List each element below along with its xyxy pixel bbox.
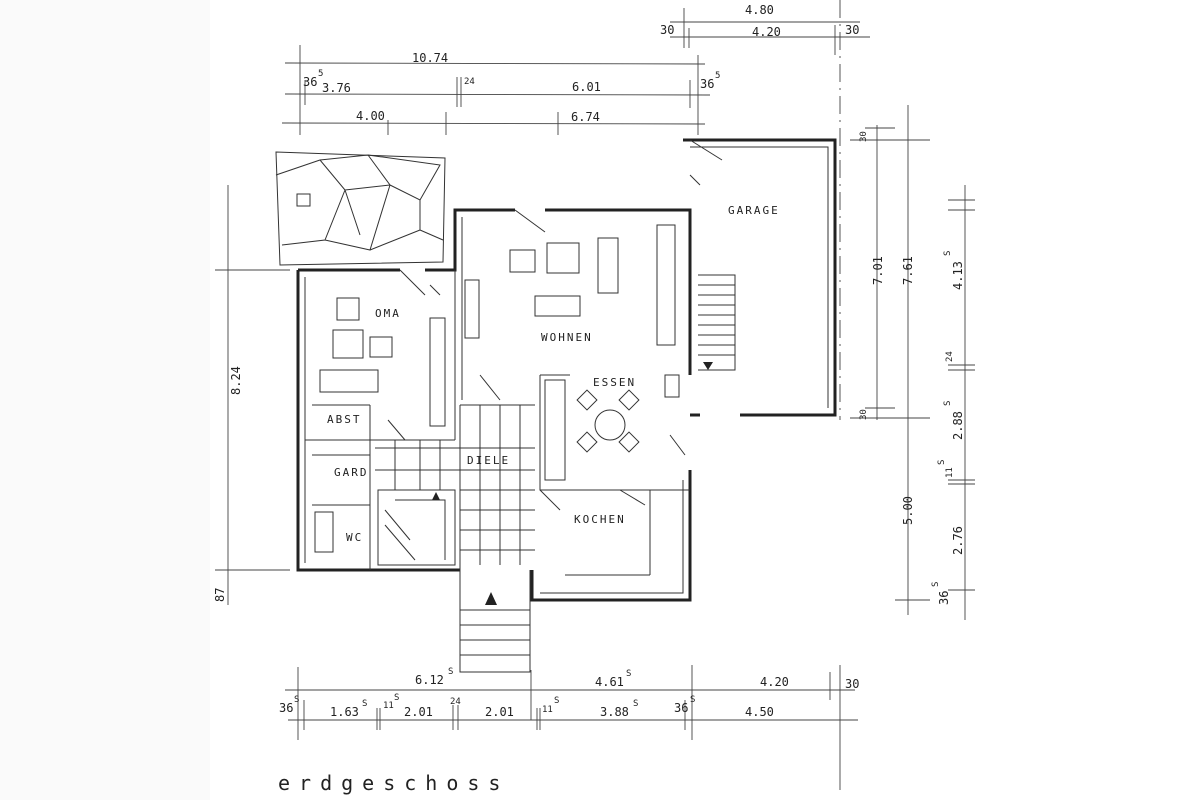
dim-bottom-garage-wall: 30 (845, 677, 859, 691)
dim-bottom-mid-sup: S (626, 669, 631, 679)
dim-living-width: 6.01 (572, 80, 601, 94)
dimensions-bottom: 6.12 S 4.61 S 4.20 30 36 S 1.63 S 11 S 2… (279, 665, 859, 790)
dim-inner-wall: 24 (464, 77, 475, 87)
dim-garage-inner: 4.20 (752, 25, 781, 39)
dim-garage-total: 4.80 (745, 3, 774, 17)
dim-bottom-wall-2-sup: S (394, 693, 399, 703)
dim-left-section: 4.00 (356, 109, 385, 123)
dim-garage-wall-bottom: 30 (859, 409, 869, 420)
dim-bottom-wall-5: 36 (674, 701, 688, 715)
dim-right-wall: 24 (945, 351, 955, 362)
dim-bottom-wall-4-sup: S (554, 696, 559, 706)
dim-right-wall-2-sup: S (937, 460, 947, 465)
dim-bottom-kochen: 3.88 (600, 705, 629, 719)
stone-patio (275, 151, 446, 266)
dim-garage-wall-left: 30 (660, 23, 674, 37)
dim-right-wall-2: 11 (945, 467, 955, 478)
dim-right-b-sup: S (943, 401, 953, 406)
dim-lower-depth: 5.00 (901, 496, 915, 525)
plan-title: erdgeschoss (278, 771, 509, 795)
dim-bottom-stairs: 2.01 (404, 705, 433, 719)
room-gard: GARD (334, 466, 369, 479)
dim-garage-wall-right: 30 (845, 23, 859, 37)
room-diele: DIELE (467, 454, 510, 467)
room-kochen: KOCHEN (574, 513, 626, 526)
dim-bottom-wall-5-sup: S (690, 695, 695, 705)
dim-bottom-wall-2: 11 (383, 701, 394, 711)
room-oma: OMA (375, 307, 401, 320)
dim-right-b: 2.88 (951, 411, 965, 440)
dim-left-height: 8.24 (229, 366, 243, 395)
dim-garage-wall-top: 30 (859, 131, 869, 142)
dim-right-a-sup: S (943, 251, 953, 256)
dim-total-width: 10.74 (412, 51, 448, 65)
dim-wall-right-sup: 5 (715, 71, 720, 81)
dim-bottom-kochen-sup: S (633, 699, 638, 709)
dim-right-wall-3: 36 (937, 591, 951, 605)
room-wc: WC (346, 531, 363, 544)
dim-right-c: 2.76 (951, 526, 965, 555)
dim-bottom-wall-4: 11 (542, 705, 553, 715)
dimensions-left: 8.24 87 (213, 185, 290, 605)
dim-wall-left: 36 (303, 75, 317, 89)
dim-bottom-wc-sup: S (362, 699, 367, 709)
dim-bottom-left: 6.12 (415, 673, 444, 687)
dim-garage-inner-depth: 7.01 (871, 256, 885, 285)
dim-bottom-wall-3: 24 (450, 697, 461, 707)
room-essen: ESSEN (593, 376, 636, 389)
dim-right-wall-3-sup: S (931, 582, 941, 587)
dim-bottom-diele: 2.01 (485, 705, 514, 719)
dim-bottom-mid: 4.61 (595, 675, 624, 689)
dim-right-a: 4.13 (951, 261, 965, 290)
dim-bottom-wall-1: 36 (279, 701, 293, 715)
dimensions-right: 30 7.01 30 7.61 5.00 4.13S 24 2.88S 11S … (850, 105, 975, 620)
dim-wall-right: 36 (700, 77, 714, 91)
dim-right-section: 6.74 (571, 110, 600, 124)
dim-bottom-wall-1-sup: S (294, 695, 299, 705)
room-abst: ABST (327, 413, 362, 426)
dim-bottom-wc: 1.63 (330, 705, 359, 719)
walls (296, 138, 837, 673)
furniture (314, 224, 680, 553)
room-wohnen: WOHNEN (541, 331, 593, 344)
dim-wall-left-sup: 5 (318, 69, 323, 79)
dimensions-top: 4.80 30 4.20 30 10.74 36 5 3.76 24 6.01 … (281, 0, 870, 420)
room-garage: GARAGE (728, 204, 780, 217)
dim-garage-depth: 7.61 (901, 256, 915, 285)
dim-bottom-garage: 4.20 (760, 675, 789, 689)
dim-bottom-garage-total: 4.50 (745, 705, 774, 719)
room-labels: OMA ABST GARD WC WOHNEN ESSEN DIELE KOCH… (327, 204, 780, 544)
dim-oma-width: 3.76 (322, 81, 351, 95)
dim-left-bottom: 87 (213, 588, 227, 602)
dim-bottom-left-sup: S (448, 667, 453, 677)
